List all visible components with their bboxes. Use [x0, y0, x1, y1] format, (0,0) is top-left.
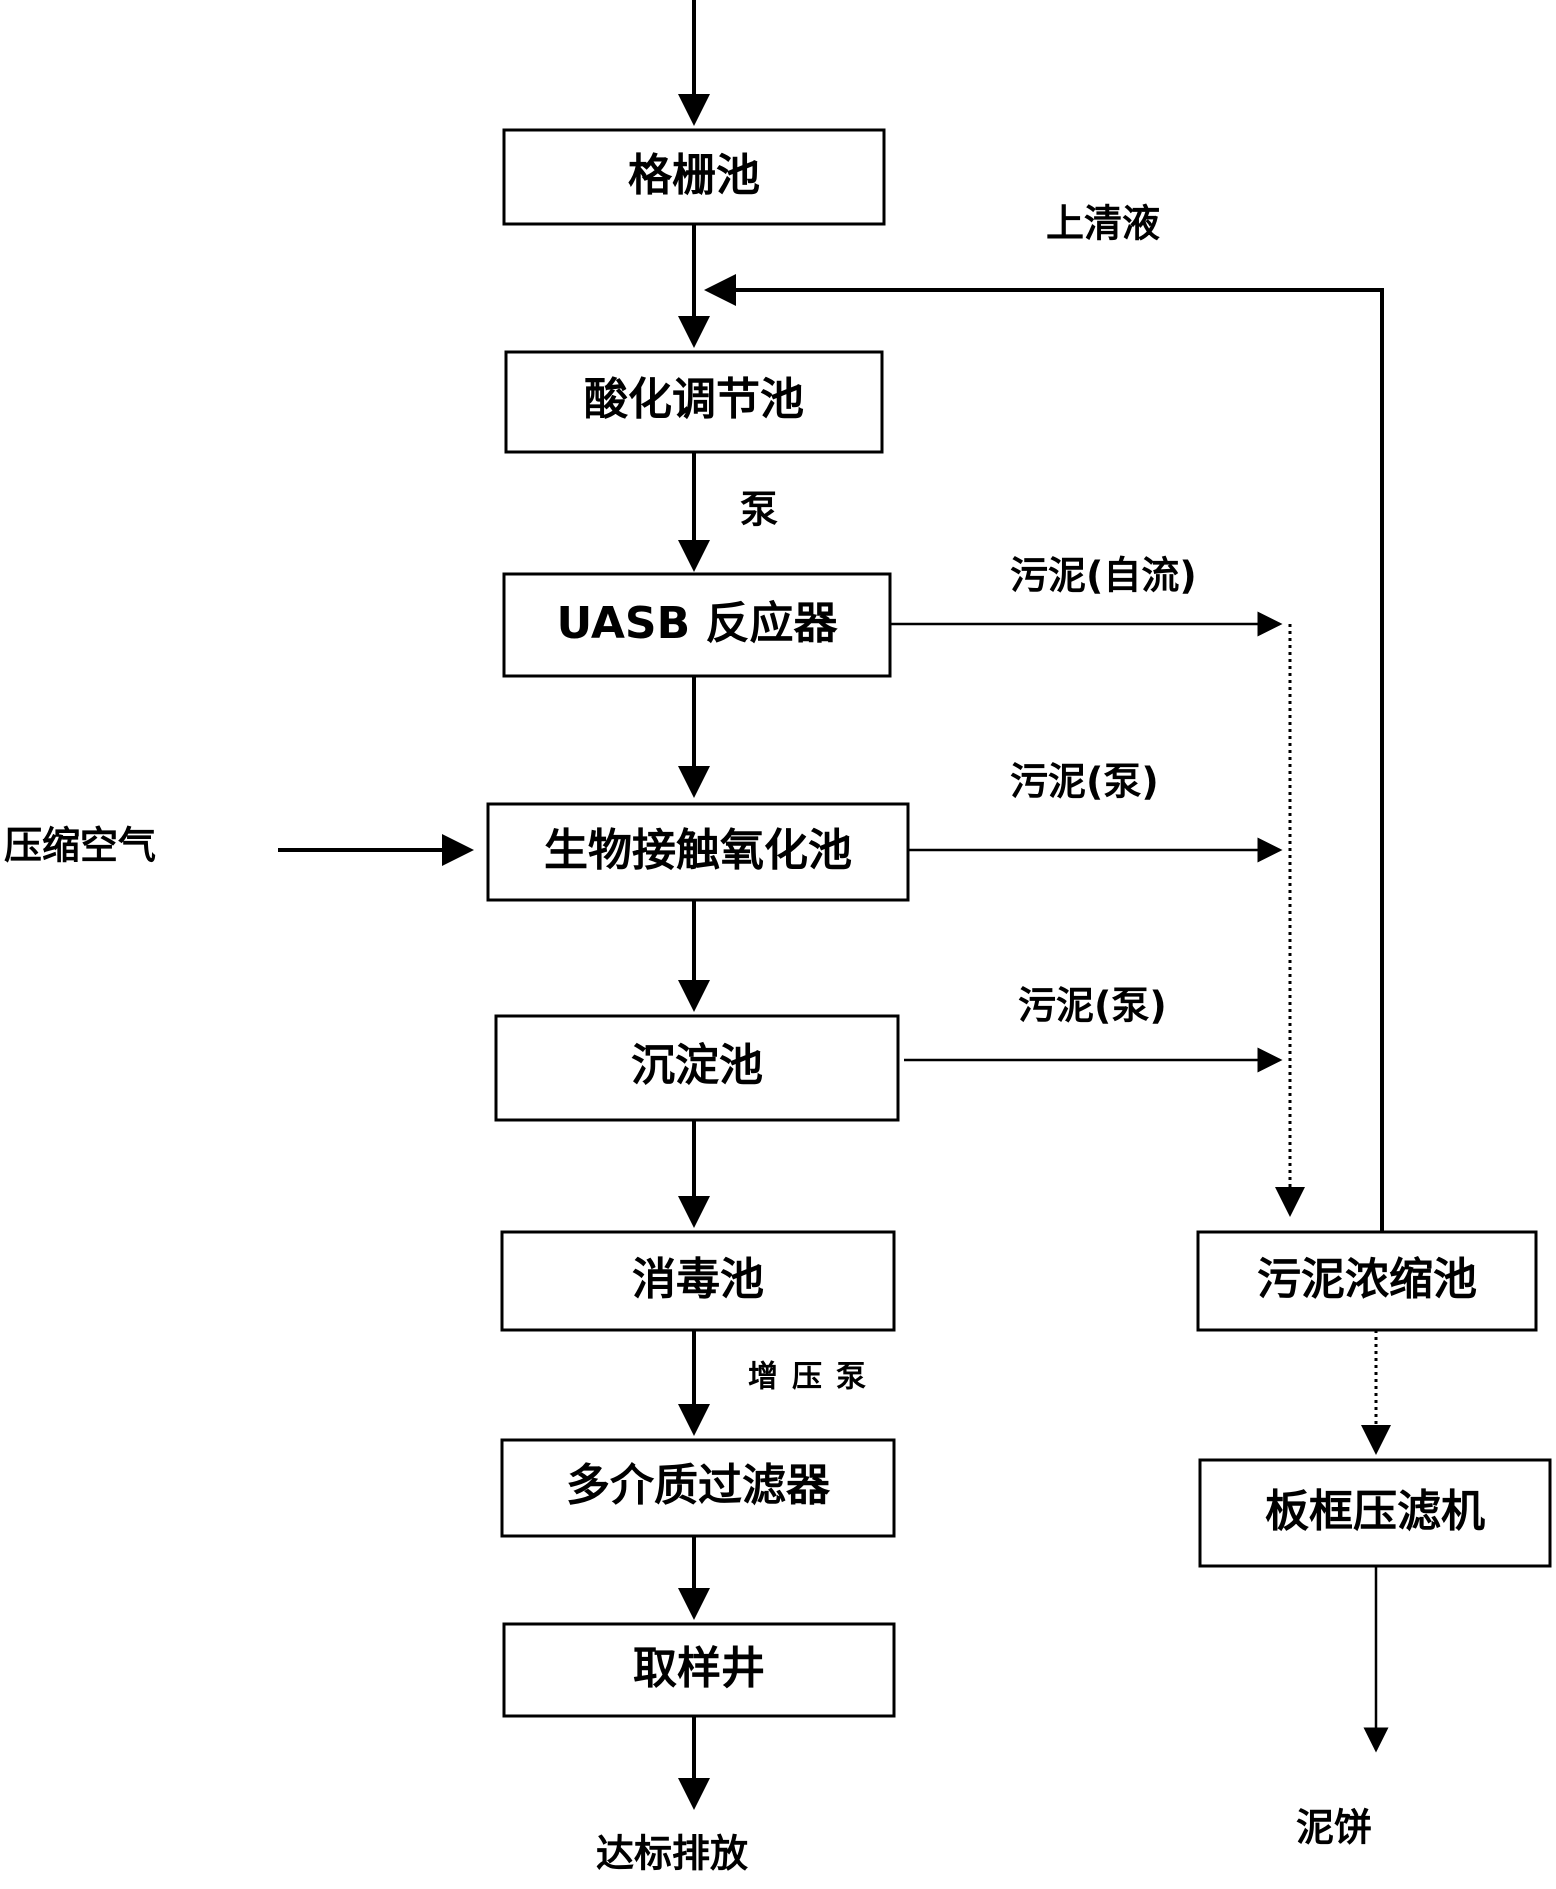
sludge-pump-label-2: 污泥(泵): [1018, 984, 1167, 1028]
compressed-air-label: 压缩空气: [4, 824, 156, 868]
sludge-gravity-label: 污泥(自流): [1010, 554, 1197, 598]
sampling-well-box: 取样井: [502, 1622, 896, 1718]
supernatant-return-line: [704, 274, 1384, 1232]
acidification-tank-box: 酸化调节池: [504, 350, 884, 454]
sampling-well-label: 取样井: [633, 1643, 765, 1694]
plate-frame-filter-press-label: 板框压滤机: [1265, 1486, 1485, 1537]
multimedia-filter-label: 多介质过滤器: [566, 1460, 831, 1511]
uasb-reactor-box: UASB 反应器: [502, 572, 892, 678]
pump-label: 泵: [740, 488, 778, 532]
sedimentation-tank-label: 沉淀池: [631, 1040, 763, 1091]
supernatant-label: 上清液: [1046, 202, 1160, 246]
bio-contact-oxidation-tank-label: 生物接触氧化池: [544, 825, 852, 876]
booster-pump-label: 增压泵: [748, 1360, 880, 1395]
sludge-thickener-label: 污泥浓缩池: [1257, 1254, 1477, 1305]
grille-tank-box: 格栅池: [502, 128, 886, 226]
plate-frame-filter-press-box: 板框压滤机: [1198, 1458, 1552, 1568]
multimedia-filter-box: 多介质过滤器: [500, 1438, 896, 1538]
sludge-cake-label: 泥饼: [1296, 1806, 1372, 1850]
bio-contact-oxidation-tank-box: 生物接触氧化池: [486, 802, 910, 902]
sludge-pump-label-1: 污泥(泵): [1010, 760, 1159, 804]
disinfection-tank-box: 消毒池: [500, 1230, 896, 1332]
uasb-reactor-label: UASB 反应器: [557, 598, 839, 649]
sedimentation-tank-box: 沉淀池: [494, 1014, 900, 1122]
grille-tank-label: 格栅池: [628, 150, 760, 201]
sludge-thickener-box: 污泥浓缩池: [1196, 1230, 1538, 1332]
disinfection-tank-label: 消毒池: [632, 1254, 764, 1305]
discharge-label: 达标排放: [596, 1832, 748, 1876]
acidification-tank-label: 酸化调节池: [584, 374, 804, 425]
